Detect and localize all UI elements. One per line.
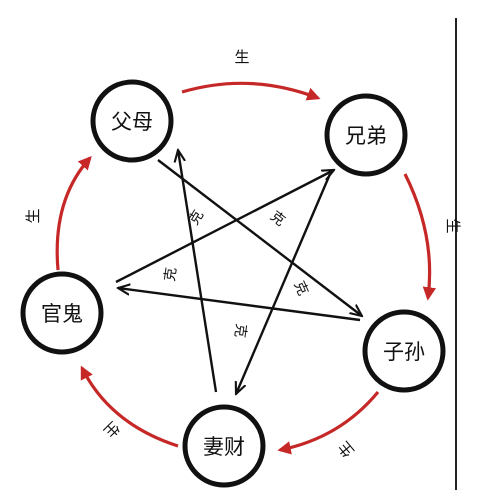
node-guangui-circle (20, 271, 104, 355)
control-arrow-xiongdi-qicai (236, 173, 332, 394)
node-zisun-circle (362, 309, 446, 393)
node-guangui-label: 官鬼 (41, 302, 83, 326)
generate-arrow-xiongdi-zisun (403, 173, 437, 301)
node-zisun: 子孙 (362, 309, 446, 393)
node-qicai-circle (182, 404, 266, 488)
control-arrow-fumu-zisun (157, 159, 362, 316)
node-xiongdi-circle (324, 93, 408, 177)
control-label-qicai-fumu: 克 (162, 266, 180, 282)
generate-arrow-fumu-xiongdi (181, 81, 321, 101)
node-guangui: 官鬼 (20, 271, 104, 355)
generate-label-fumu-xiongdi: 生 (234, 48, 249, 66)
node-xiongdi: 兄弟 (324, 93, 408, 177)
node-xiongdi-label: 兄弟 (345, 124, 387, 148)
generate-label-qicai-guangui: 生 (100, 418, 123, 441)
node-qicai-label: 妻财 (203, 435, 245, 459)
generate-label-guangui-fumu: 生 (24, 208, 42, 223)
control-arrow-zisun-guangui (118, 288, 361, 322)
generate-arrow-zisun-qicai (277, 390, 380, 455)
node-zisun-label: 子孙 (383, 340, 425, 364)
node-fumu-circle (90, 79, 174, 163)
control-arrow-qicai-fumu (178, 150, 218, 393)
generate-arrow-guangui-fumu (55, 156, 92, 271)
control-label-xiongdi-qicai: 克 (290, 279, 310, 298)
control-label-fumu-zisun: 克 (267, 208, 288, 229)
node-fumu: 父母 (90, 79, 174, 163)
control-arrow-guangui-xiongdi (115, 170, 334, 284)
control-label-zisun-guangui: 克 (231, 323, 249, 339)
generate-label-zisun-qicai: 生 (334, 438, 357, 461)
node-qicai: 妻财 (182, 404, 266, 488)
generate-arrow-qicai-guangui (80, 365, 179, 448)
generate-label-xiongdi-zisun: 生 (444, 218, 462, 233)
node-fumu-label: 父母 (111, 110, 153, 134)
